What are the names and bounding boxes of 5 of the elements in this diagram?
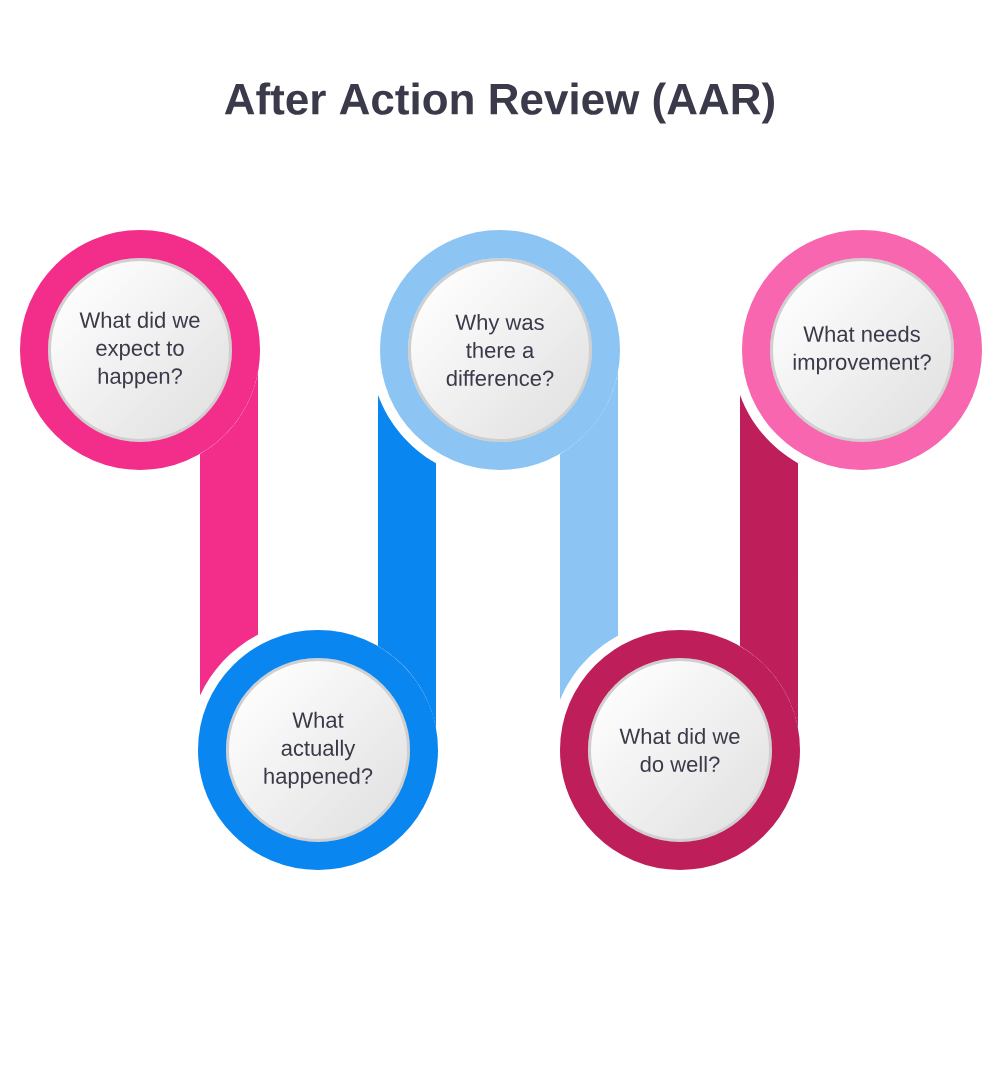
connector-band: [740, 394, 798, 729]
title: After Action Review (AAR): [224, 82, 774, 124]
connector-band: [560, 371, 618, 700]
connector-band: [200, 371, 258, 696]
connector-band: [378, 394, 436, 729]
